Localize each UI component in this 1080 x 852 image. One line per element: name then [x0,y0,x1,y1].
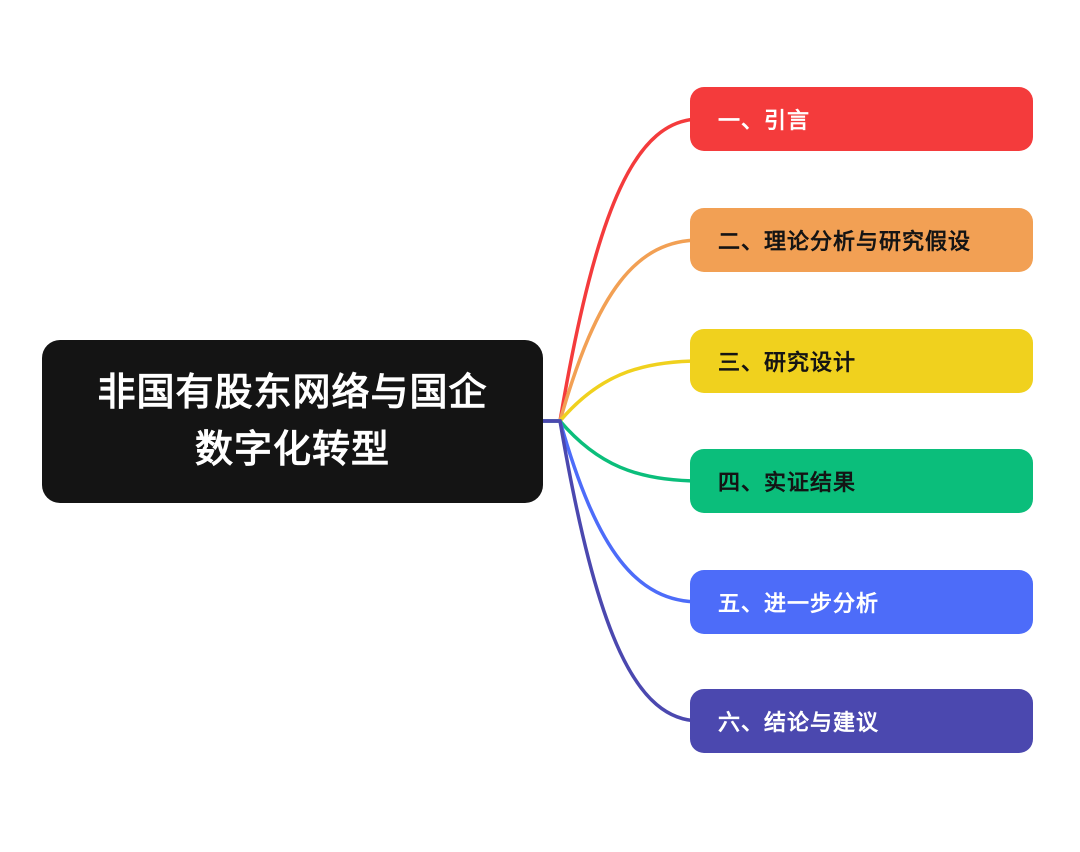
branch-node-conclusions-and-suggestions[interactable]: 六、结论与建议 [690,689,1033,753]
root-topic-node[interactable]: 非国有股东网络与国企 数字化转型 [42,340,543,503]
branch-node-empirical-results[interactable]: 四、实证结果 [690,449,1033,513]
connector-line-4 [541,419,702,483]
connector-line-1 [541,117,702,423]
branch-node-theory-and-hypotheses[interactable]: 二、理论分析与研究假设 [690,208,1033,272]
root-topic-label-line2: 数字化转型 [194,428,390,471]
connector-line-5 [541,419,702,604]
branch-label-conclusions-and-suggestions: 六、结论与建议 [718,710,880,735]
branch-label-empirical-results: 四、实证结果 [718,470,857,495]
branch-node-research-design[interactable]: 三、研究设计 [690,329,1033,393]
connector-line-6 [541,419,702,723]
branch-label-research-design: 三、研究设计 [718,350,857,375]
connector-line-2 [541,238,702,423]
root-topic-label-line1: 非国有股东网络与国企 [97,371,488,414]
branch-node-further-analysis[interactable]: 五、进一步分析 [690,570,1033,634]
branch-node-introduction[interactable]: 一、引言 [690,87,1033,151]
connector-line-3 [541,359,702,423]
branch-label-further-analysis: 五、进一步分析 [718,591,880,616]
branch-label-introduction: 一、引言 [718,108,811,133]
branch-label-theory-and-hypotheses: 二、理论分析与研究假设 [718,229,972,254]
